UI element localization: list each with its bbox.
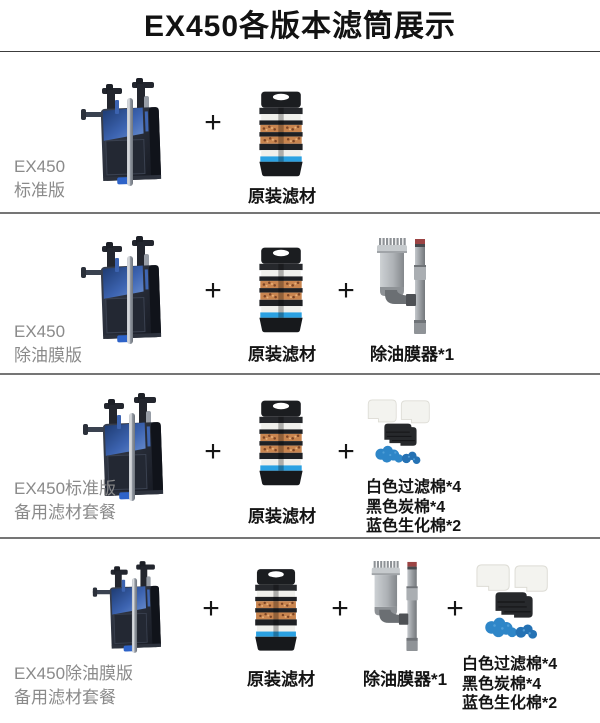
plus-sign: + [446, 592, 464, 625]
cartridge-label: 原装滤材 [247, 670, 315, 689]
version-label: EX450 标准版 [14, 155, 65, 203]
version-line-1: EX450 [14, 157, 66, 176]
filter-cartridge-image [254, 86, 308, 180]
skimmer-label: 除油膜器*1 [369, 345, 455, 364]
carbon-pad-label: 黑色炭棉*4 [462, 675, 542, 693]
version-label: EX450除油膜版 备用滤材套餐 [14, 662, 133, 710]
plus-sign: + [202, 592, 220, 625]
oil-film-remover-image [368, 557, 428, 655]
plus-sign: + [337, 274, 355, 307]
spare-pads-image [472, 561, 562, 645]
version-line-2: 除油膜版 [14, 346, 82, 365]
version-line-2: 标准版 [14, 181, 65, 200]
cartridge-label: 原装滤材 [248, 187, 316, 206]
filter-unit-image [80, 234, 180, 346]
pads-labels: 白色过滤棉*4 黑色炭棉*4 蓝色生化棉*2 [366, 478, 461, 537]
version-label: EX450 除油膜版 [14, 320, 82, 368]
version-line-2: 备用滤材套餐 [14, 688, 116, 707]
version-line-1: EX450 [14, 322, 66, 341]
version-label: EX450标准版 备用滤材套餐 [14, 477, 116, 525]
skimmer-label: 除油膜器*1 [362, 670, 448, 689]
white-pad-label: 白色过滤棉*4 [366, 479, 462, 496]
filter-unit-image [80, 76, 180, 188]
filter-unit-image [92, 557, 177, 657]
cartridge-label: 原装滤材 [248, 507, 316, 526]
plus-sign: + [204, 274, 222, 307]
product-row-oilfilm-spare: EX450除油膜版 备用滤材套餐 + 原装滤材 + 除油膜器*1 + 白色过滤棉… [0, 539, 600, 723]
cartridge-label: 原装滤材 [248, 345, 316, 364]
product-row-standard: EX450 标准版 + 原装滤材 [0, 52, 600, 214]
version-line-1: EX450标准版 [14, 479, 117, 498]
bio-foam-label: 蓝色生化棉*2 [366, 518, 462, 535]
plus-sign: + [204, 106, 222, 139]
product-row-oilfilm: EX450 除油膜版 + 原装滤材 + 除油膜器*1 [0, 214, 600, 375]
carbon-pad-label: 黑色炭棉*4 [366, 498, 446, 516]
plus-sign: + [204, 435, 222, 468]
page-title: EX450各版本滤筒展示 [0, 0, 600, 52]
filter-cartridge-image [254, 242, 308, 336]
plus-sign: + [337, 435, 355, 468]
version-line-2: 备用滤材套餐 [14, 503, 116, 522]
pads-labels: 白色过滤棉*4 黑色炭棉*4 蓝色生化棉*2 [462, 655, 557, 714]
version-line-1: EX450除油膜版 [14, 664, 134, 683]
white-pad-label: 白色过滤棉*4 [462, 656, 558, 673]
filter-cartridge-image [254, 395, 308, 489]
spare-pads-image [364, 393, 442, 473]
oil-film-remover-image [372, 236, 438, 336]
filter-cartridge-image [250, 563, 302, 655]
plus-sign: + [331, 592, 349, 625]
bio-foam-label: 蓝色生化棉*2 [462, 695, 558, 712]
product-row-standard-spare: EX450标准版 备用滤材套餐 + 原装滤材 + 白色过滤棉*4 黑色炭棉*4 … [0, 375, 600, 539]
